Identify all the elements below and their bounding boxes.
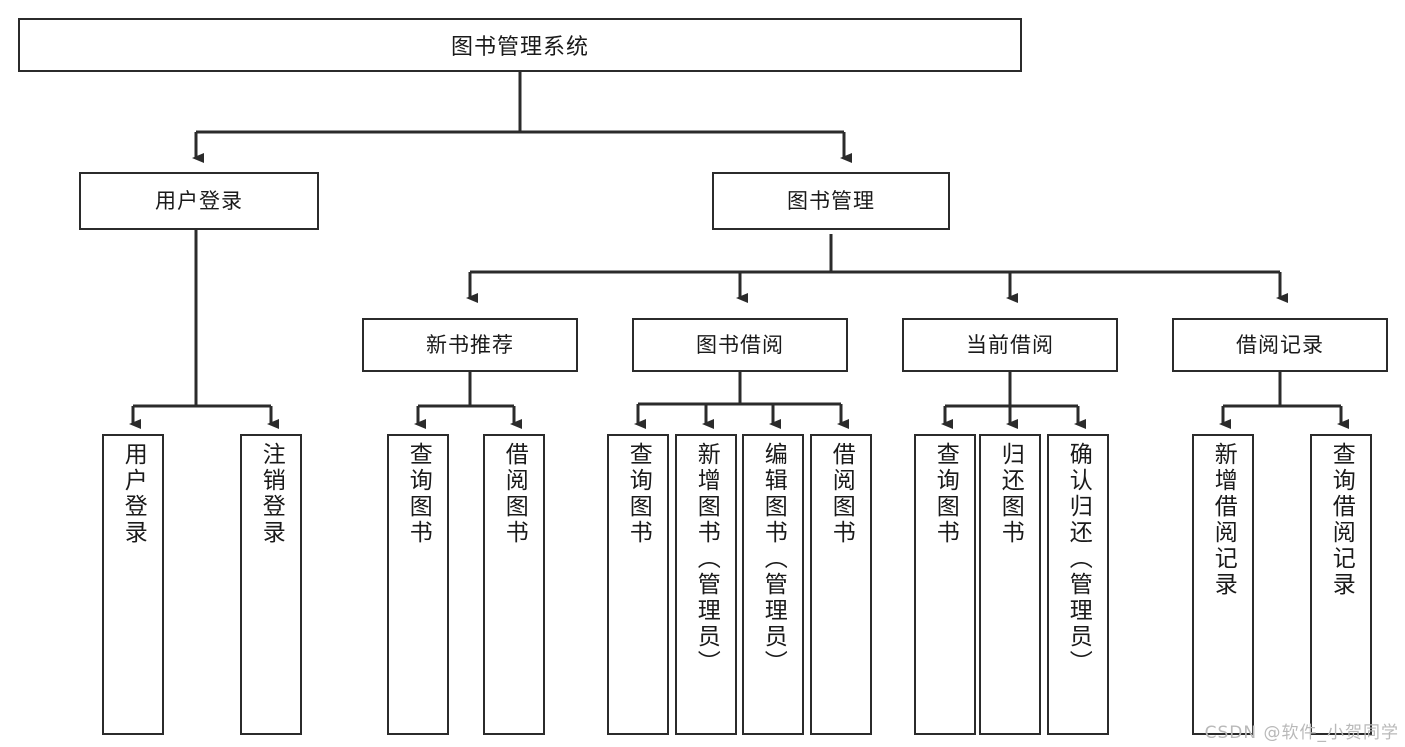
node-user-login[interactable]: 用户登录 (79, 172, 319, 230)
node-label: 编辑图书（管理员） (760, 442, 787, 676)
leaf-borrow-book[interactable]: 借阅图书 (810, 434, 872, 735)
node-label: 图书借阅 (696, 332, 784, 357)
node-current-borrow[interactable]: 当前借阅 (902, 318, 1118, 372)
leaf-edit-book-admin[interactable]: 编辑图书（管理员） (742, 434, 804, 735)
node-label: 用户登录 (120, 442, 147, 546)
leaf-user-login[interactable]: 用户登录 (102, 434, 164, 735)
leaf-query-book-borrow[interactable]: 查询图书 (607, 434, 669, 735)
node-label: 借阅图书 (828, 442, 855, 546)
node-label: 借阅图书 (501, 442, 528, 546)
leaf-confirm-return-admin[interactable]: 确认归还（管理员） (1047, 434, 1109, 735)
node-label: 查询图书 (405, 442, 432, 546)
node-root[interactable]: 图书管理系统 (18, 18, 1022, 72)
leaf-query-book-recommend[interactable]: 查询图书 (387, 434, 449, 735)
node-label: 确认归还（管理员） (1065, 442, 1092, 676)
node-label: 新增借阅记录 (1210, 442, 1237, 598)
node-label: 当前借阅 (966, 332, 1054, 357)
leaf-borrow-book-recommend[interactable]: 借阅图书 (483, 434, 545, 735)
node-book-management[interactable]: 图书管理 (712, 172, 950, 230)
node-book-borrow[interactable]: 图书借阅 (632, 318, 848, 372)
node-label: 新增图书（管理员） (693, 442, 720, 676)
node-label: 注销登录 (258, 442, 285, 546)
leaf-return-book[interactable]: 归还图书 (979, 434, 1041, 735)
leaf-query-book-current[interactable]: 查询图书 (914, 434, 976, 735)
node-label: 查询图书 (625, 442, 652, 546)
node-label: 借阅记录 (1236, 332, 1324, 357)
node-label: 查询借阅记录 (1328, 442, 1355, 598)
leaf-add-borrow-record[interactable]: 新增借阅记录 (1192, 434, 1254, 735)
node-label: 新书推荐 (426, 332, 514, 357)
node-label: 图书管理系统 (450, 35, 589, 60)
watermark-text: CSDN @软件_小贺同学 (1204, 723, 1399, 743)
leaf-logout[interactable]: 注销登录 (240, 434, 302, 735)
leaf-add-book-admin[interactable]: 新增图书（管理员） (675, 434, 737, 735)
node-label: 图书管理 (787, 188, 875, 213)
node-label: 查询图书 (932, 442, 959, 546)
leaf-query-borrow-record[interactable]: 查询借阅记录 (1310, 434, 1372, 735)
node-label: 用户登录 (155, 188, 243, 213)
node-borrow-records[interactable]: 借阅记录 (1172, 318, 1388, 372)
node-label: 归还图书 (997, 442, 1024, 546)
node-new-book-recommend[interactable]: 新书推荐 (362, 318, 578, 372)
